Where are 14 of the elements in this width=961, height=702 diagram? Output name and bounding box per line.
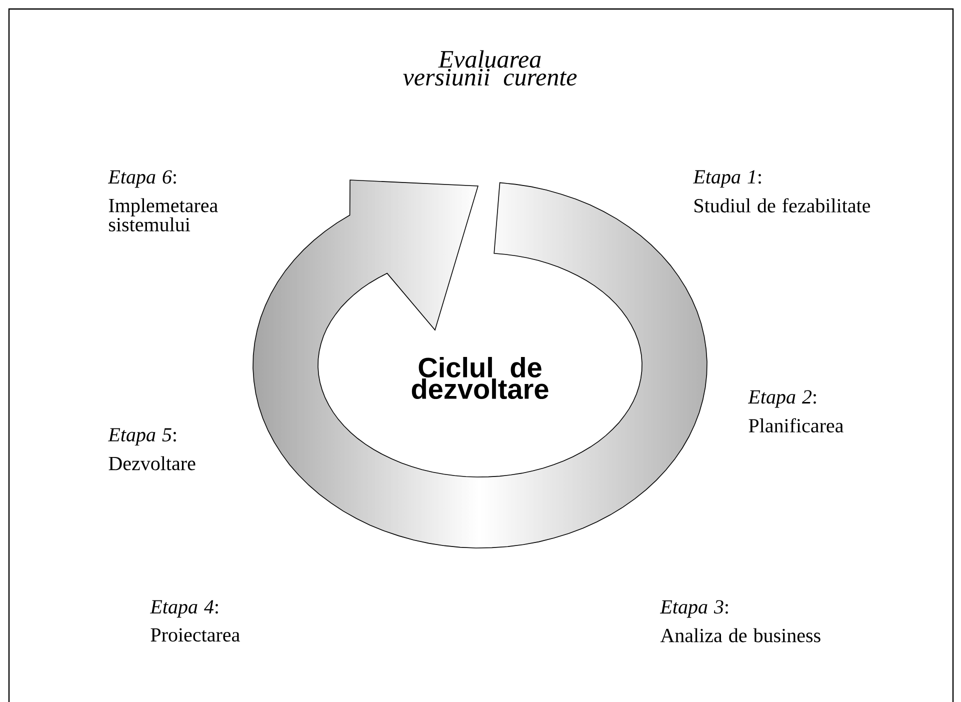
stage-heading: Etapa 4: [150,600,218,618]
stage-heading: Etapa 5: [108,428,176,446]
stage-text: Proiectarea [150,628,240,642]
stage-heading: Etapa 3: [660,600,728,618]
stage-text: Dezvoltare [108,456,196,470]
stage-heading: Etapa 2: [748,390,816,408]
stage-heading: Etapa 6: [108,170,176,188]
stage-text: Analiza de business [660,628,820,642]
stage-text: Implemetarea sistemului [108,198,218,232]
stage-heading: Etapa 1: [692,170,761,188]
stage-text: Planificarea [748,418,844,432]
title-text: Evaluarea versiunii curente [403,50,577,86]
stage-text: Studiul de fezabilitate [694,198,870,212]
center-text: Ciclul de dezvoltare [412,356,548,400]
